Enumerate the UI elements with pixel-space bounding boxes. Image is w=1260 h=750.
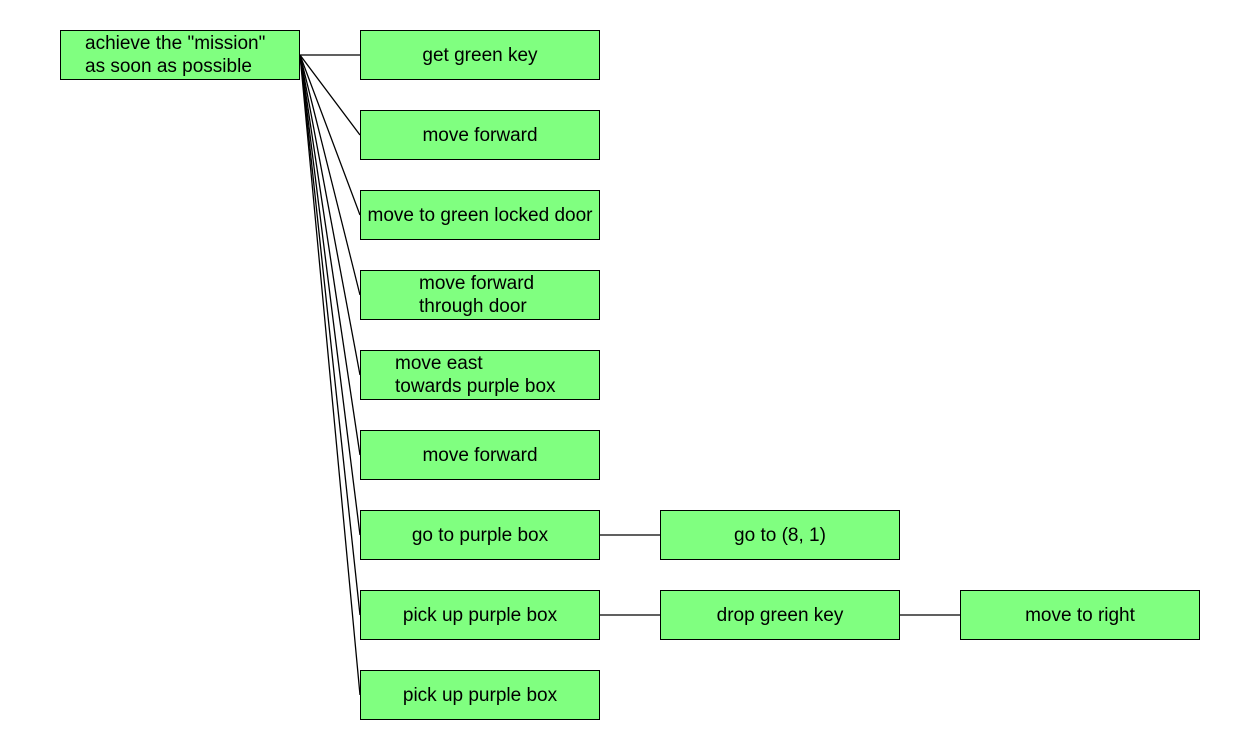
node-get-green-key: get green key — [360, 30, 600, 80]
node-pick-up-purple-box-2: pick up purple box — [360, 670, 600, 720]
edge-root-to-n2 — [299, 54, 361, 136]
node-label: get green key — [422, 44, 538, 66]
node-label: drop green key — [716, 604, 844, 626]
node-label: move forward through door — [419, 273, 535, 317]
edge-root-to-n8 — [299, 54, 361, 616]
node-label: go to (8, 1) — [734, 524, 826, 546]
node-label: move to green locked door — [367, 204, 593, 226]
edge-root-to-n6 — [299, 54, 361, 456]
node-root-label: achieve the "mission" as soon as possibl… — [85, 33, 266, 77]
node-pick-up-purple-box: pick up purple box — [360, 590, 600, 640]
node-root-goal: achieve the "mission" as soon as possibl… — [60, 30, 300, 80]
edge-root-to-n7 — [299, 54, 361, 536]
edge-root-to-n4 — [299, 54, 361, 296]
edge-root-to-n9 — [299, 54, 361, 696]
node-label: pick up purple box — [402, 684, 558, 706]
node-go-to-8-1: go to (8, 1) — [660, 510, 900, 560]
node-move-to-green-locked-door: move to green locked door — [360, 190, 600, 240]
node-go-to-purple-box: go to purple box — [360, 510, 600, 560]
node-move-forward: move forward — [360, 110, 600, 160]
edge-root-to-n5 — [299, 54, 361, 376]
node-label: move east towards purple box — [395, 353, 556, 397]
node-label: move forward — [422, 444, 538, 466]
node-label: pick up purple box — [402, 604, 558, 626]
node-label: go to purple box — [411, 524, 549, 546]
edge-root-to-n3 — [299, 54, 361, 216]
node-move-forward-through-door: move forward through door — [360, 270, 600, 320]
node-move-to-right: move to right — [960, 590, 1200, 640]
node-drop-green-key: drop green key — [660, 590, 900, 640]
node-move-forward-2: move forward — [360, 430, 600, 480]
node-label: move forward — [422, 124, 538, 146]
node-move-east-towards-purple-box: move east towards purple box — [360, 350, 600, 400]
node-label: move to right — [1025, 604, 1135, 626]
